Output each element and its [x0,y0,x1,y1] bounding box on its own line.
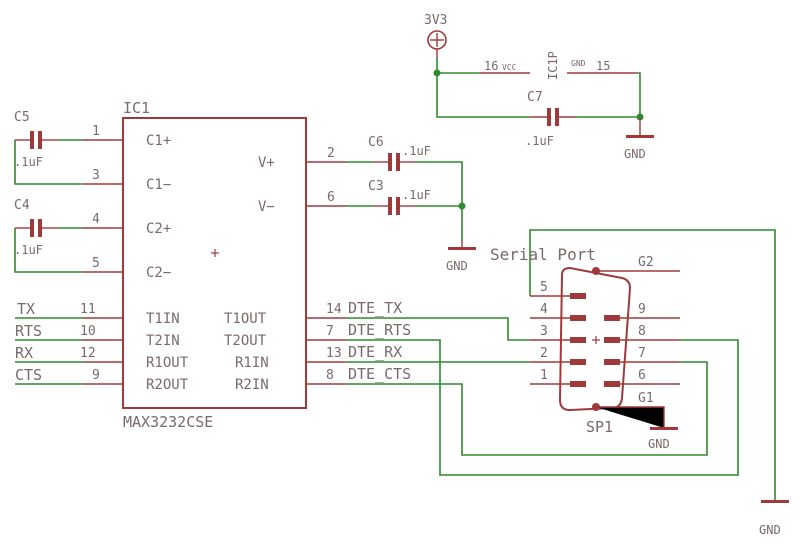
c3-name: C3 [368,179,384,194]
c7-value: .1uF [525,134,554,148]
db9-pin-number: 7 [638,346,646,361]
db9-pin-number: 5 [540,280,548,295]
gnd-label-caps: GND [446,259,468,273]
c4-value: .1uF [14,243,43,257]
power-wires [433,58,644,121]
supply-3v3: 3V3 [424,13,447,58]
db9-pin-number: 4 [540,302,548,317]
net-label-cts: CTS [15,366,42,384]
gnd-label-power: GND [624,147,646,161]
db9-pin-number: 3 [540,324,548,339]
pin-number: 1 [92,124,100,139]
c3-value: .1uF [402,188,431,202]
net-label-rts: RTS [15,322,42,340]
net-label-dte-rx: DTE_RX [348,343,402,361]
gnd-symbol-power: GND [624,117,654,161]
gnd-label-connector: GND [648,437,670,451]
supply-label: 3V3 [424,13,447,28]
connector-name: SP1 [586,418,613,436]
pin-label: C1− [146,177,171,193]
shield-label-bottom: G1 [638,391,654,406]
ic-power-ref: IC1P [546,51,560,80]
ic1-left-pins: 1 3 4 5 11 10 12 9 C1+ C1− C2+ C2− T1IN … [80,124,189,393]
pin-label: T1IN [146,311,180,327]
pin-label: V− [258,199,275,215]
pin-number: 8 [326,368,334,383]
pin-label: V+ [258,155,275,171]
net-label-dte-cts: DTE_CTS [348,365,411,383]
ic1-symbol: IC1 MAX3232CSE [122,99,307,431]
c4-name: C4 [14,198,30,213]
c7-name: C7 [527,90,543,105]
pin-number: 10 [80,324,96,339]
gnd-symbol-caps: GND [446,240,476,273]
gnd-pin-label: GND [571,59,586,68]
pin-number: 14 [326,302,342,317]
vcc-pin-label: VCC [502,63,517,72]
left-net-wires: TX RTS RX CTS [15,300,83,385]
rail-wires [346,161,466,240]
ic1-name: IC1 [123,99,150,117]
pin-label: T1OUT [224,311,267,327]
net-label-rx: RX [15,344,33,362]
pin-number: 4 [92,212,100,227]
ic1-value: MAX3232CSE [123,413,213,431]
net-label-dte-tx: DTE_TX [348,299,402,317]
pin-number: 9 [92,368,100,383]
db9-pin-number: 2 [540,346,548,361]
pin-number: 13 [326,346,342,361]
ic1-right-pins: 2 6 14 7 13 8 V+ V− T1OUT T2OUT R1IN R2I… [224,146,346,393]
gnd-label-shield: GND [759,523,781,537]
pin-number: 5 [92,256,100,271]
gnd-pin-number: 15 [596,59,610,73]
pin-number: 2 [327,146,335,161]
c6-name: C6 [368,135,384,150]
db9-pin-number: 8 [638,324,646,339]
pin-number: 6 [327,190,335,205]
capacitor-c5: C5 .1uF [14,110,58,169]
right-net-wires: DTE_TX DTE_RTS DTE_RX DTE_CTS [346,229,776,500]
pin-label: T2IN [146,333,180,349]
net-label-dte-rts: DTE_RTS [348,321,411,339]
gnd-symbol-connector: GND [648,427,678,451]
pin-label: R2OUT [146,377,189,393]
capacitor-c3: C3 .1uF [368,179,431,215]
pin-label: C1+ [146,133,171,149]
pin-number: 3 [92,168,100,183]
shield-label-top: G2 [638,255,654,270]
capacitor-c4: C4 .1uF [14,198,58,257]
pin-number: 11 [80,302,96,317]
pin-number: 12 [80,346,96,361]
c5-name: C5 [14,110,30,125]
capacitor-c6: C6 .1uF [368,135,431,171]
pin-label: R1OUT [146,355,189,371]
c5-value: .1uF [14,155,43,169]
capacitor-c7: C7 .1uF [525,90,576,148]
pin-label: C2+ [146,221,171,237]
connector-title: Serial Port [490,245,596,264]
charge-pump-wires [14,139,83,273]
pin-label: C2− [146,265,171,281]
vcc-pin-number: 16 [484,59,498,73]
pin-number: 7 [326,324,334,339]
db9-connector: Serial Port SP1 5 4 3 [490,245,680,436]
pin-label: R1IN [235,355,269,371]
gnd-symbol-shield: GND [759,500,789,537]
net-label-tx: TX [17,300,35,318]
db9-pin-number: 1 [540,368,548,383]
db9-pin-number: 6 [638,368,646,383]
pin-label: T2OUT [224,333,267,349]
pin-label: R2IN [235,377,269,393]
c6-value: .1uF [402,144,431,158]
db9-pin-number: 9 [638,302,646,317]
ic-power-part: 16 VCC GND 15 IC1P [480,51,637,80]
